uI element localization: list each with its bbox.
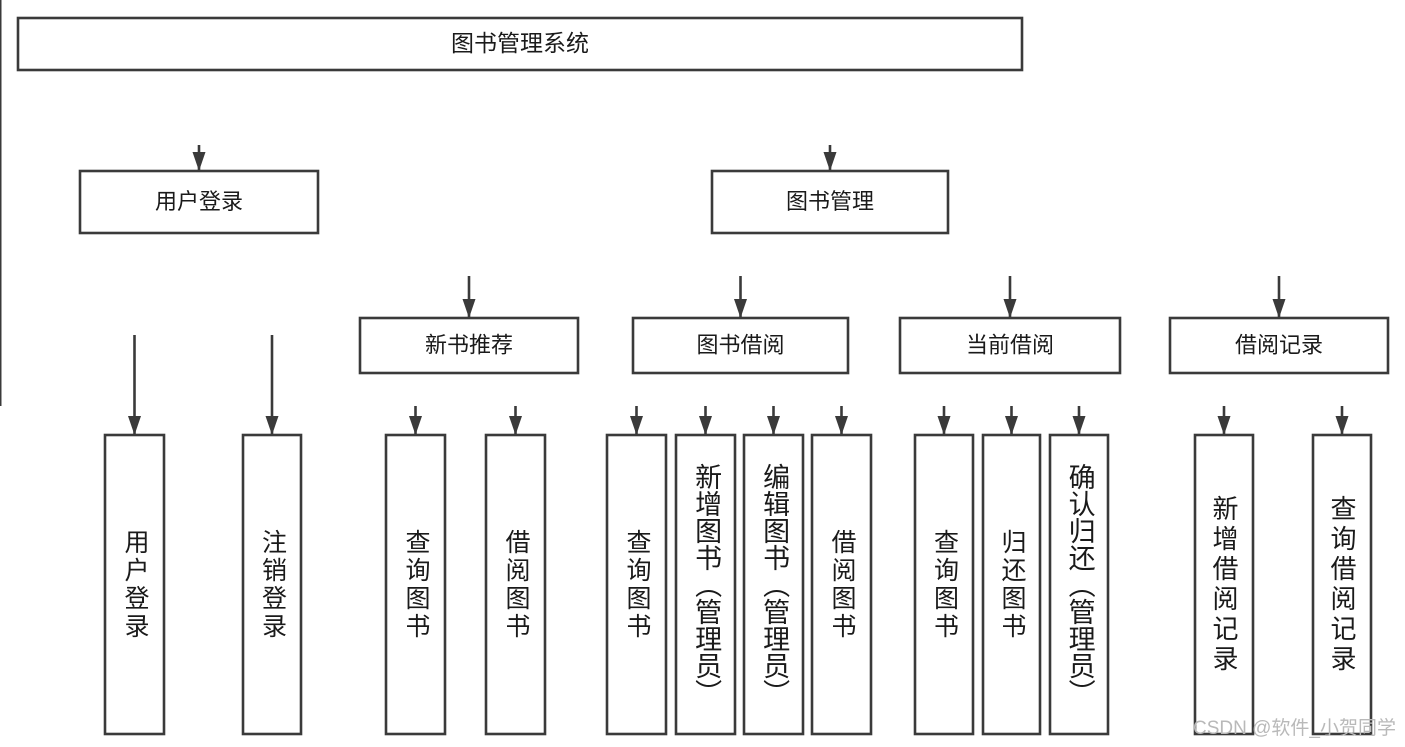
arrow-head-icon bbox=[192, 152, 206, 171]
arrow-head-icon bbox=[630, 416, 643, 435]
node-box-leaf-logout[interactable] bbox=[241, 433, 303, 736]
arrow-head-icon bbox=[937, 416, 951, 435]
node-label-current-borrow: 当前借阅 bbox=[966, 332, 1054, 357]
arrow-head-icon bbox=[1003, 299, 1017, 318]
csdn-watermark: CSDN @软件_小贺同学 bbox=[1193, 718, 1396, 739]
node-box-borrow-record[interactable] bbox=[1168, 316, 1390, 375]
node-box-leaf-return-book[interactable] bbox=[981, 433, 1042, 736]
node-label-new-book-recommend: 新书推荐 bbox=[425, 332, 513, 357]
arrow-head-icon bbox=[1217, 416, 1231, 435]
node-box-leaf-edit-book-admin[interactable] bbox=[742, 433, 805, 736]
arrow-head-icon bbox=[409, 416, 422, 435]
arrow-head-icon bbox=[1335, 416, 1349, 435]
arrow-head-icon bbox=[509, 416, 522, 435]
node-box-current-borrow[interactable] bbox=[898, 316, 1122, 375]
arrow-head-icon bbox=[1272, 299, 1286, 318]
arrow-head-icon bbox=[1072, 416, 1086, 435]
node-label-user-login: 用户登录 bbox=[155, 189, 243, 214]
connector-lines bbox=[0, 0, 1349, 435]
arrow-head-icon bbox=[734, 299, 747, 318]
node-box-book-management[interactable] bbox=[710, 169, 950, 235]
node-box-leaf-query-borrow-record[interactable] bbox=[1311, 433, 1373, 736]
arrow-head-icon bbox=[128, 416, 141, 435]
arrow-head-icon bbox=[462, 299, 476, 318]
node-box-leaf-add-borrow-record[interactable] bbox=[1193, 433, 1255, 736]
node-label-book-management: 图书管理 bbox=[786, 189, 874, 214]
arrow-head-icon bbox=[823, 152, 837, 171]
node-box-leaf-query-book-borrow[interactable] bbox=[605, 433, 668, 736]
node-label-book-borrow: 图书借阅 bbox=[696, 332, 784, 357]
node-box-leaf-query-book-recommend[interactable] bbox=[384, 433, 447, 736]
arrow-head-icon bbox=[835, 416, 848, 435]
node-label-borrow-record: 借阅记录 bbox=[1235, 332, 1323, 357]
arrow-head-icon bbox=[767, 416, 780, 435]
node-boxes bbox=[16, 16, 1390, 736]
node-box-leaf-user-login[interactable] bbox=[103, 433, 166, 736]
node-box-user-login[interactable] bbox=[78, 169, 320, 235]
node-box-leaf-query-book-current[interactable] bbox=[913, 433, 975, 736]
node-box-leaf-borrow-book-recommend[interactable] bbox=[484, 433, 547, 736]
node-box-new-book-recommend[interactable] bbox=[358, 316, 580, 375]
node-box-book-borrow[interactable] bbox=[631, 316, 850, 375]
node-box-leaf-add-book-admin[interactable] bbox=[674, 433, 737, 736]
arrow-head-icon bbox=[265, 416, 279, 435]
node-box-leaf-confirm-return-admin[interactable] bbox=[1048, 433, 1110, 736]
arrow-head-icon bbox=[1005, 416, 1018, 435]
node-box-root[interactable] bbox=[16, 16, 1024, 72]
arrow-head-icon bbox=[699, 416, 712, 435]
node-label-root: 图书管理系统 bbox=[451, 30, 589, 56]
node-box-leaf-borrow-book[interactable] bbox=[810, 433, 873, 736]
